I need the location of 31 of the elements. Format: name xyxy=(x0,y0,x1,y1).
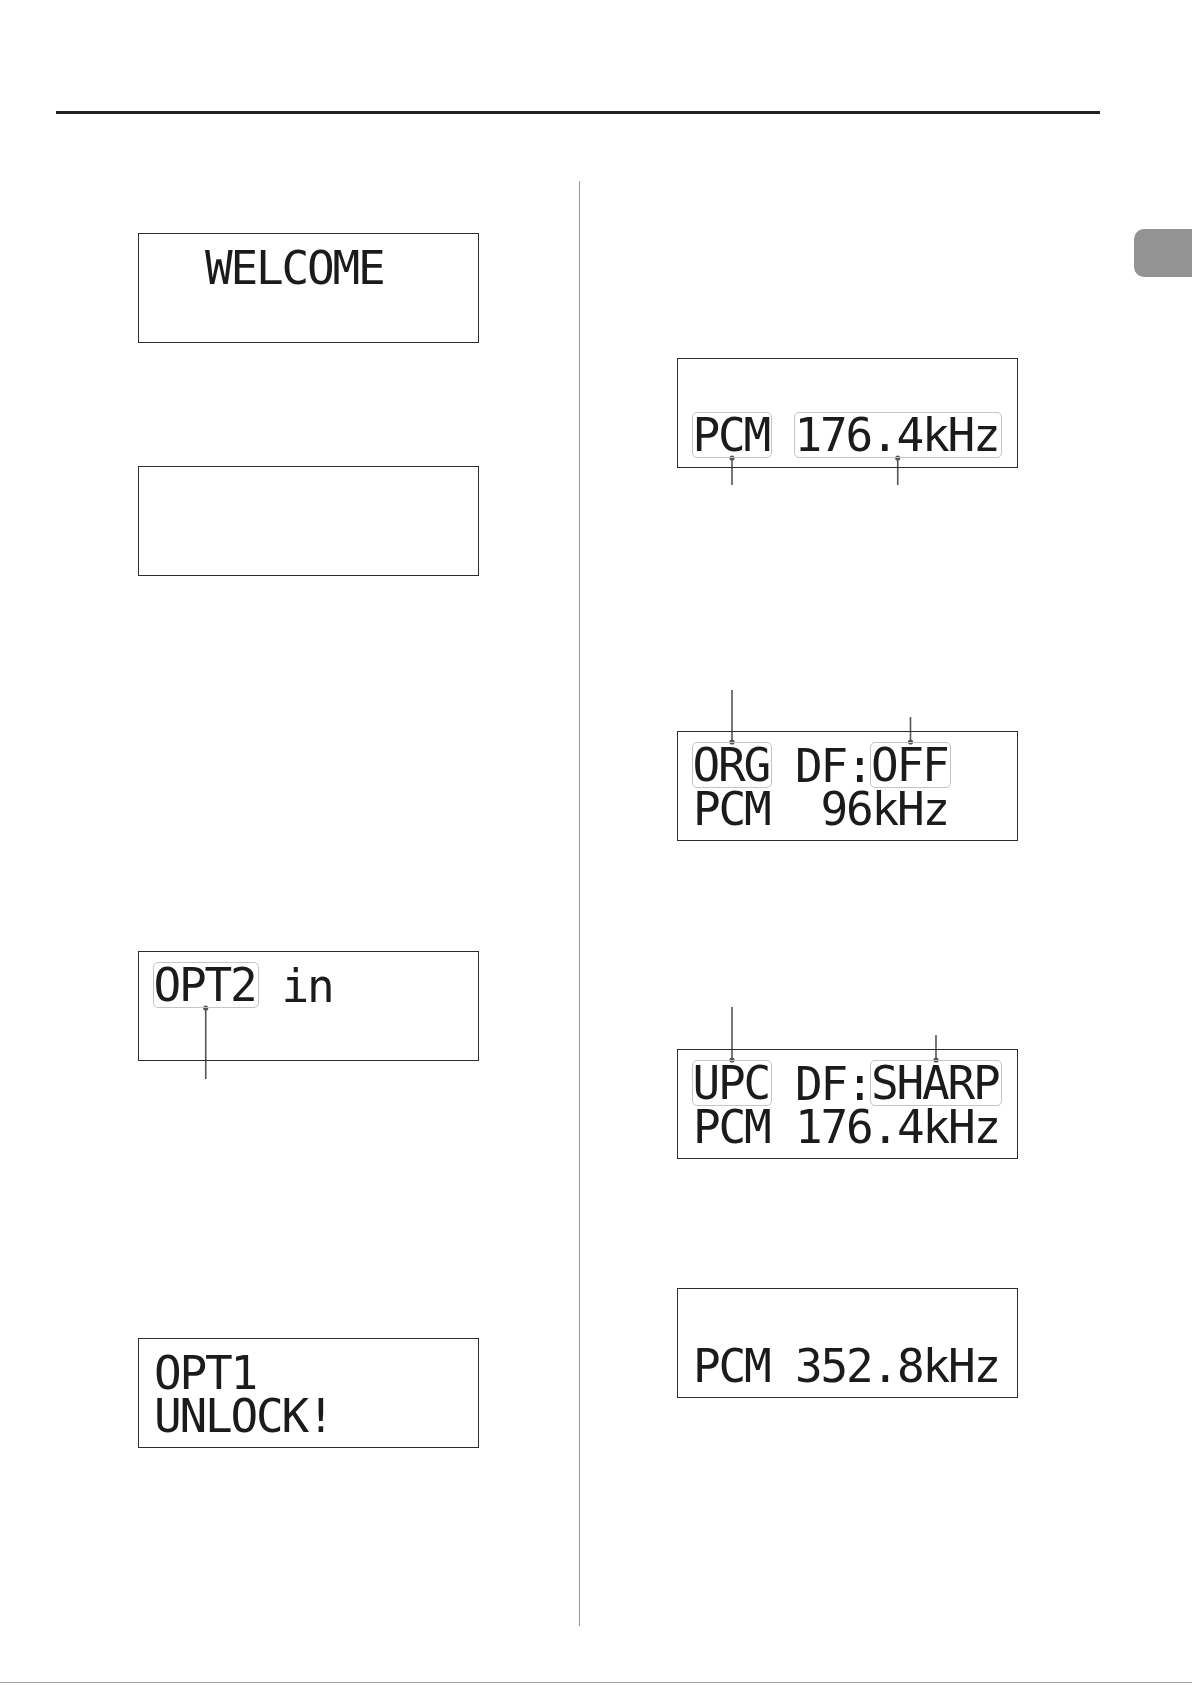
display-text: PCM xyxy=(692,414,769,457)
lcd-display xyxy=(677,731,1018,841)
lcd-display xyxy=(138,233,479,343)
display-text: 176.4kHz xyxy=(794,414,999,457)
leader-line xyxy=(729,455,735,486)
display-text: DF: xyxy=(795,744,872,788)
display-text: OFF xyxy=(871,744,948,787)
leader-line xyxy=(729,689,735,745)
leader-line xyxy=(203,1005,209,1080)
leader-line xyxy=(933,1034,939,1063)
lcd-display xyxy=(138,466,479,576)
display-text: UPC xyxy=(692,1062,769,1105)
display-text: in xyxy=(281,964,333,1008)
display-text: PCM 352.8kHz xyxy=(693,1344,999,1388)
lcd-display xyxy=(677,1288,1018,1398)
display-text: PCM 176.4kHz xyxy=(693,1105,999,1149)
display-text: PCM 96kHz xyxy=(693,787,948,831)
leader-line xyxy=(907,716,914,745)
lcd-display xyxy=(138,1338,479,1448)
display-text: UNLOCK! xyxy=(154,1394,333,1438)
display-text: DF: xyxy=(795,1062,872,1106)
display-text: WELCOME xyxy=(205,246,384,290)
display-text: OPT2 xyxy=(153,964,256,1007)
lcd-display xyxy=(677,358,1018,468)
lcd-display xyxy=(138,951,479,1061)
leader-line xyxy=(729,1006,735,1063)
display-text: ORG xyxy=(692,744,769,787)
lcd-display xyxy=(677,1049,1018,1159)
display-text: SHARP xyxy=(871,1062,999,1105)
display-text: OPT1 xyxy=(154,1351,256,1395)
leader-line xyxy=(895,455,901,486)
